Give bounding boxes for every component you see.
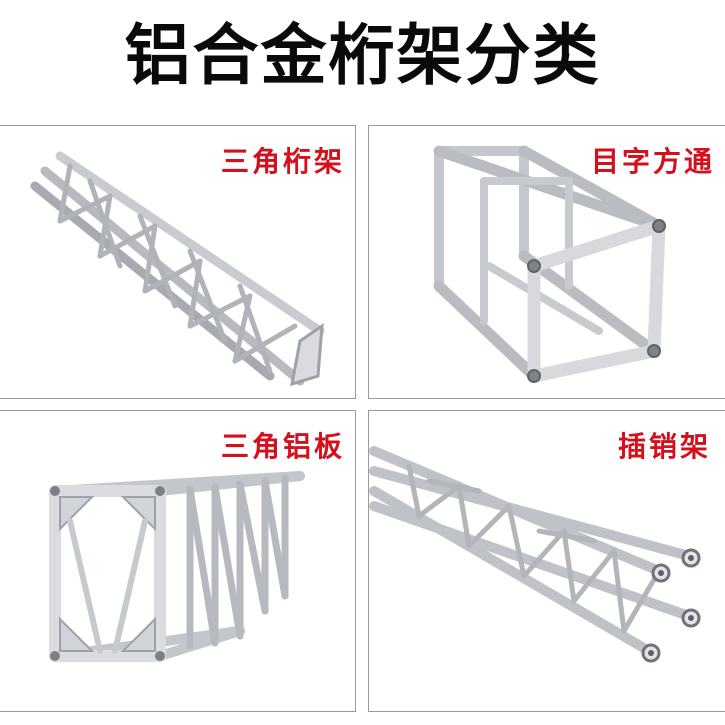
triangle-truss-image [30,151,325,387]
panel-box-truss[interactable]: 目字方通 [368,125,725,399]
panel-spigot-truss[interactable]: 插销架 [368,410,725,712]
panel-label: 三角桁架 [220,145,345,178]
panel-plate-truss[interactable]: 三角铝板 [0,410,356,712]
panel-label: 目字方通 [590,145,715,178]
panel-triangle-truss[interactable]: 三角桁架 [0,125,356,399]
page-title: 铝合金桁架分类 [124,17,601,94]
plate-truss-image [49,471,305,662]
box-truss-image [433,145,666,383]
panel-label: 三角铝板 [220,430,345,463]
panel-label: 插销架 [617,430,711,463]
spigot-truss-image [369,446,701,663]
